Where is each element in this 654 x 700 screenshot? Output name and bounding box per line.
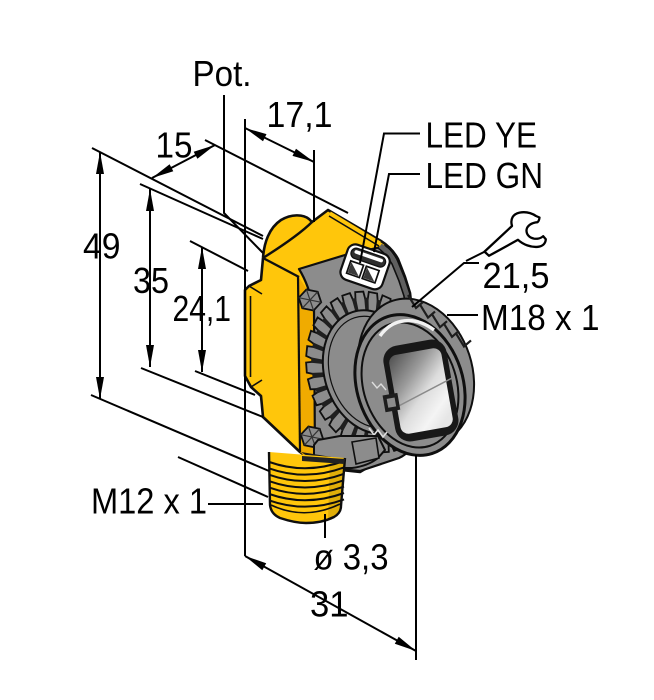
svg-text:24,1: 24,1 <box>173 288 232 329</box>
svg-text:49: 49 <box>83 226 121 267</box>
svg-text:35: 35 <box>133 260 169 301</box>
svg-text:15: 15 <box>156 125 193 166</box>
svg-text:M12 x 1: M12 x 1 <box>91 481 207 522</box>
svg-text:ø 3,3: ø 3,3 <box>314 537 389 578</box>
svg-text:17,1: 17,1 <box>267 94 333 135</box>
svg-text:31: 31 <box>310 584 349 625</box>
svg-text:M18 x 1: M18 x 1 <box>481 297 600 338</box>
svg-text:21,5: 21,5 <box>483 255 550 296</box>
svg-text:Pot.: Pot. <box>193 53 252 94</box>
svg-text:LED YE: LED YE <box>426 115 538 156</box>
svg-text:LED GN: LED GN <box>426 155 544 196</box>
